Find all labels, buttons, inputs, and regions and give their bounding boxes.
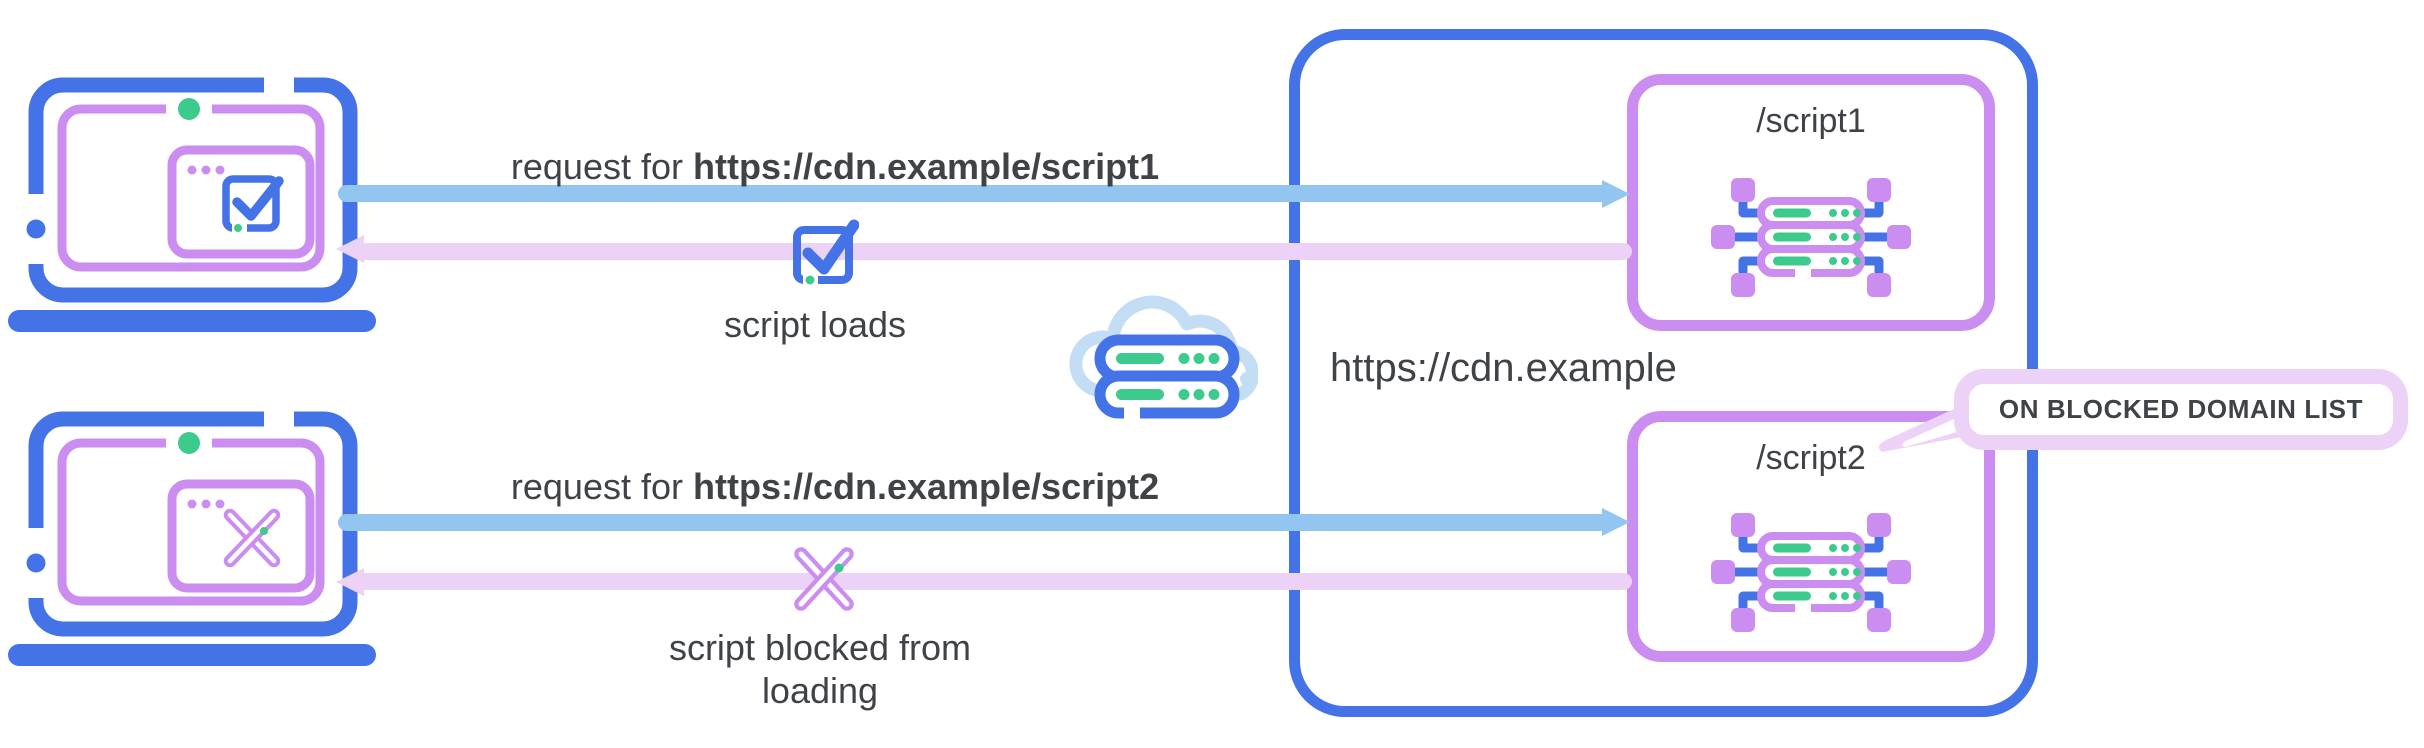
request-arrowhead-script2 xyxy=(1602,508,1630,536)
request-arrowhead-script1 xyxy=(1602,180,1630,208)
response-arrowhead-script1 xyxy=(336,235,364,263)
cdn-label: https://cdn.example xyxy=(1330,346,1677,390)
check-icon xyxy=(793,219,859,285)
request-prefix: request for xyxy=(510,466,693,507)
response-arrow-script2 xyxy=(362,573,1632,590)
request-text-script2: request for https://cdn.example/script2 xyxy=(340,465,1330,508)
response-arrowhead-script2 xyxy=(336,568,364,596)
result-label-allowed: script loads xyxy=(723,304,907,345)
endpoint-box-script1: /script1 xyxy=(1627,74,1995,331)
request-url: https://cdn.example/script2 xyxy=(692,466,1160,507)
response-arrow-script1 xyxy=(362,243,1632,260)
request-prefix: request for xyxy=(510,146,693,187)
request-arrow-script2 xyxy=(338,514,1602,531)
server-network-icon xyxy=(1711,513,1911,632)
laptop-check-icon xyxy=(8,76,376,332)
endpoint-label-script2: /script2 xyxy=(1756,439,1866,477)
server-network-icon xyxy=(1711,178,1911,297)
x-icon xyxy=(794,547,854,611)
endpoint-box-script2: /script2 xyxy=(1627,411,1995,662)
blocked-domain-badge: ON BLOCKED DOMAIN LIST xyxy=(1954,369,2408,450)
request-arrow-script1 xyxy=(338,185,1602,202)
endpoint-label-script1: /script1 xyxy=(1756,102,1866,140)
cloud-server-icon xyxy=(1069,295,1258,419)
request-url: https://cdn.example/script1 xyxy=(692,146,1160,187)
request-text-script1: request for https://cdn.example/script1 xyxy=(340,145,1330,188)
laptop-x-icon xyxy=(8,410,376,666)
result-label-blocked: script blocked from loading xyxy=(668,627,972,712)
